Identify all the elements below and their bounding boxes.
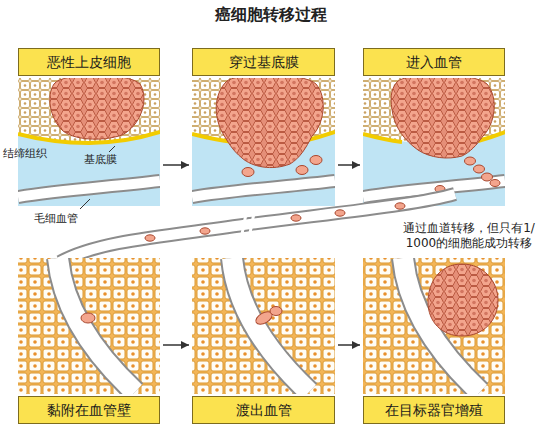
tumor-cell bbox=[474, 165, 485, 173]
panel-adhesion bbox=[18, 258, 160, 394]
stage-arrow bbox=[163, 344, 189, 346]
capillary-wall bbox=[18, 181, 160, 197]
organ-tissue bbox=[192, 258, 335, 394]
panel-malignant bbox=[18, 78, 160, 206]
tumor-cell bbox=[200, 228, 210, 234]
capillary-lumen bbox=[192, 181, 335, 197]
stage-panel: 恶性上皮细胞 bbox=[18, 48, 160, 208]
vessel-lumen bbox=[232, 258, 309, 392]
break-mark bbox=[241, 208, 255, 239]
stage-panel: 进入血管 bbox=[363, 48, 505, 208]
stage-label: 渡出血管 bbox=[192, 396, 335, 424]
part-label: 结缔组织 bbox=[3, 147, 57, 161]
vessel-wall bbox=[58, 258, 135, 392]
tumor-cell bbox=[242, 168, 254, 177]
diagram-title: 癌细胞转移过程 bbox=[0, 5, 542, 26]
capillary-wall bbox=[192, 181, 335, 197]
tumor-mass bbox=[50, 78, 144, 139]
tumor-cell bbox=[81, 313, 95, 323]
panel-invasion bbox=[192, 78, 335, 206]
panel-intravasation bbox=[363, 78, 505, 206]
tumor-cell bbox=[395, 203, 405, 209]
organ-tissue bbox=[363, 258, 505, 394]
tumor-cell bbox=[482, 173, 493, 181]
tumor-mass bbox=[391, 78, 494, 158]
stage-arrow bbox=[163, 164, 189, 166]
stage-panel: 穿过基底膜 bbox=[192, 48, 335, 208]
stage-arrow bbox=[338, 344, 360, 346]
tumor-cell bbox=[291, 215, 301, 221]
leader-line bbox=[80, 199, 90, 209]
stage-arrow bbox=[338, 164, 360, 166]
blood-vessel-route bbox=[60, 194, 455, 262]
part-label: 毛细血管 bbox=[34, 212, 94, 226]
capillary-wall bbox=[60, 194, 455, 262]
basement-membrane bbox=[363, 134, 402, 142]
organ-tissue bbox=[18, 258, 160, 394]
capillary-lumen bbox=[60, 194, 455, 262]
vessel-lumen bbox=[58, 258, 135, 392]
stage-label: 在目标器官增殖 bbox=[363, 396, 505, 424]
stage-label: 穿过基底膜 bbox=[192, 48, 335, 76]
leader-line bbox=[109, 146, 115, 152]
tumor-cell bbox=[145, 235, 155, 241]
tumor-cell bbox=[296, 166, 308, 175]
basement-membrane bbox=[18, 132, 160, 143]
part-label: 基底膜 bbox=[84, 153, 128, 167]
vessel-wall bbox=[232, 258, 309, 392]
stage-panel: 黏附在血管壁 bbox=[18, 258, 160, 424]
capillary-lumen bbox=[18, 181, 160, 197]
tumor-cell bbox=[490, 180, 500, 187]
secondary-tumor bbox=[428, 264, 498, 336]
tumor-cell bbox=[335, 210, 345, 216]
stage-label: 恶性上皮细胞 bbox=[18, 48, 160, 76]
tumor-cell bbox=[310, 156, 322, 165]
stage-label: 进入血管 bbox=[363, 48, 505, 76]
stage-label: 黏附在血管壁 bbox=[18, 396, 160, 424]
tumor-cell bbox=[465, 157, 476, 165]
stage-panel: 在目标器官增殖 bbox=[363, 258, 505, 424]
annotation-note: 通过血道转移，但只有1/1000的细胞能成功转移 bbox=[402, 221, 536, 251]
tumor-cell bbox=[270, 307, 282, 316]
tumor-mass bbox=[216, 78, 323, 168]
stage-panel: 渡出血管 bbox=[192, 258, 335, 424]
panel-colonization bbox=[363, 258, 505, 394]
panel-extravasation bbox=[192, 258, 335, 394]
